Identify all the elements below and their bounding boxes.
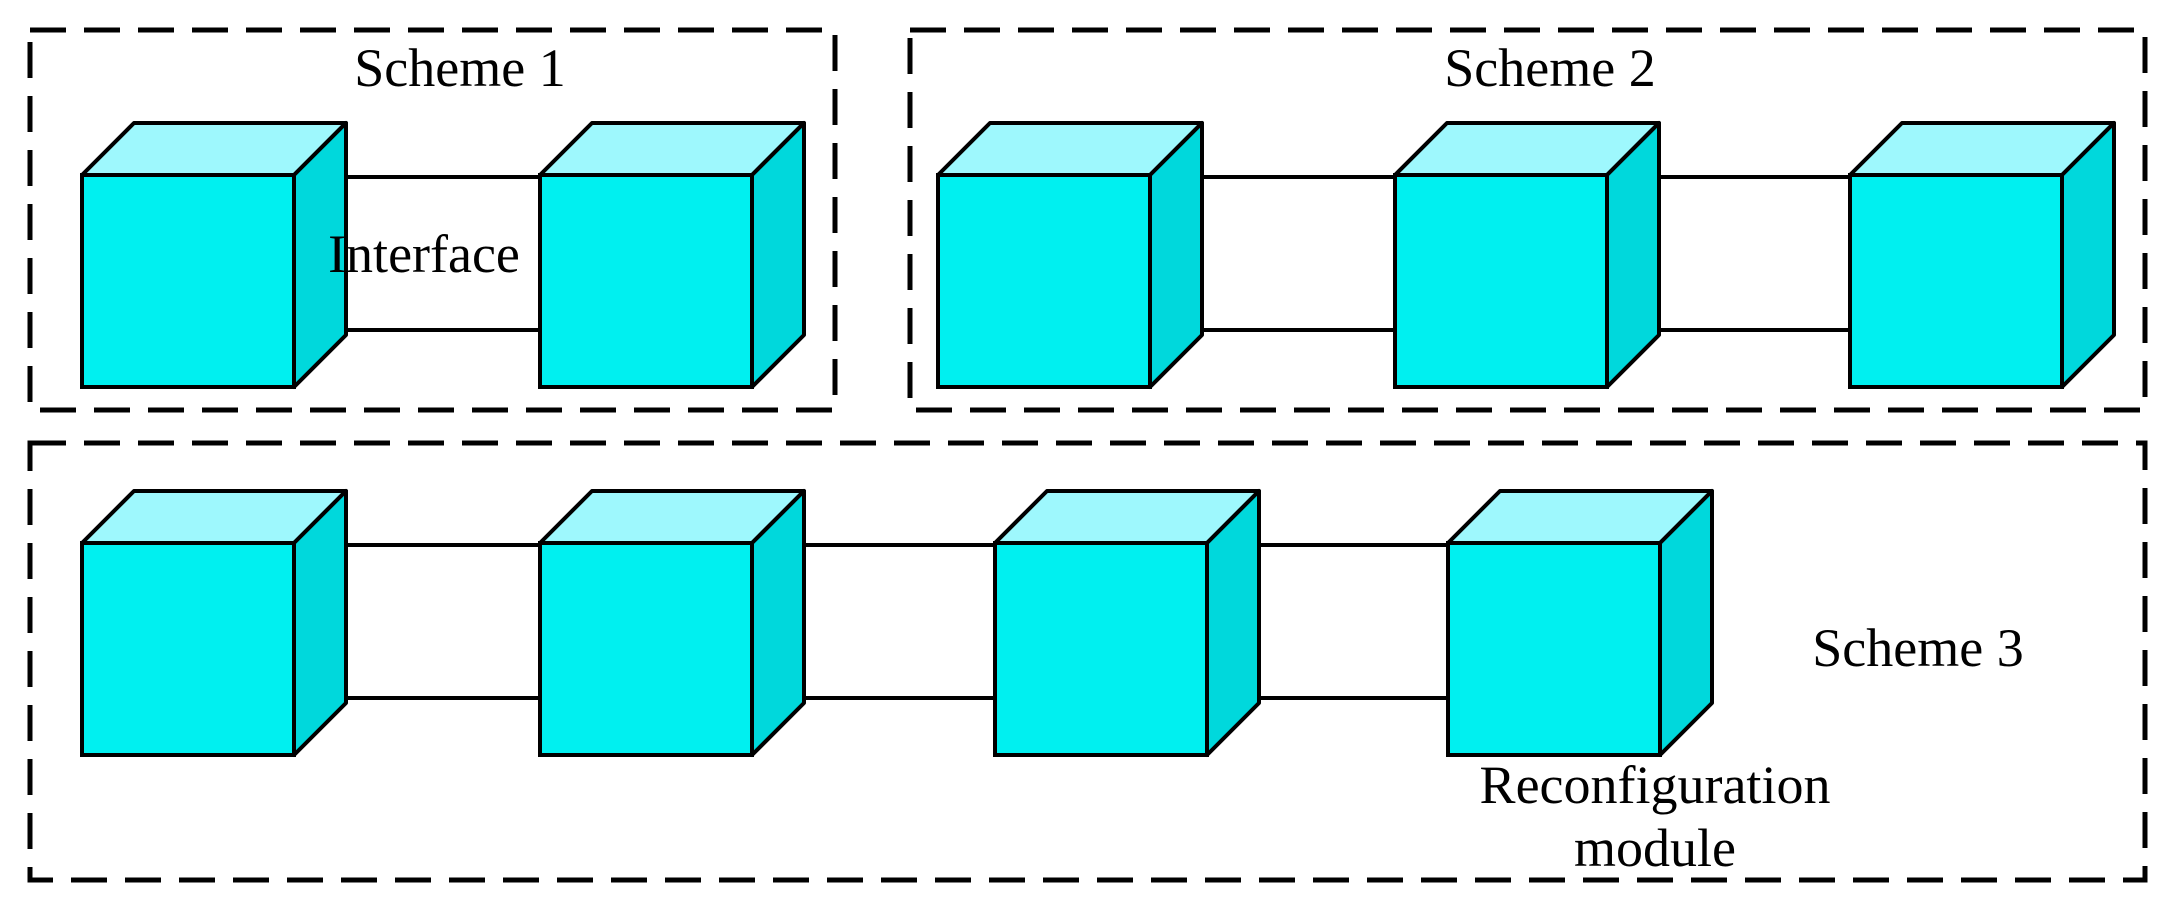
scheme-2-module-3 (1848, 121, 2116, 389)
scheme-1-label: Scheme 1 (354, 38, 565, 98)
scheme-3-module-4 (1446, 489, 1714, 757)
cube-front-face (936, 173, 1152, 389)
cube-front-face (80, 541, 296, 757)
cube-front-face (993, 541, 1209, 757)
cube-front-face (538, 541, 754, 757)
scheme-2-label: Scheme 2 (1444, 38, 1655, 98)
scheme-3-label: Scheme 3 (1812, 618, 2023, 678)
interface-label: Interface (328, 224, 520, 284)
scheme-3-module-3 (993, 489, 1261, 757)
reconfiguration-module-label-line2: module (1574, 818, 1736, 878)
scheme-1-frame (27, 27, 838, 413)
reconfiguration-module-label-line1: Reconfiguration (1480, 755, 1831, 815)
scheme-3-frame (27, 440, 2148, 883)
scheme-3-module-1 (80, 489, 348, 757)
cube-front-face (1848, 173, 2064, 389)
cube-front-face (538, 173, 754, 389)
scheme-2-frame (907, 27, 2148, 413)
cube-front-face (80, 173, 296, 389)
scheme-3-module-2 (538, 489, 806, 757)
cube-front-face (1446, 541, 1662, 757)
modules-layer (80, 121, 2116, 757)
scheme-2-module-1 (936, 121, 1204, 389)
scheme-2-module-2 (1393, 121, 1661, 389)
cube-front-face (1393, 173, 1609, 389)
scheme-1-module-2 (538, 121, 806, 389)
scheme-1-module-1 (80, 121, 348, 389)
